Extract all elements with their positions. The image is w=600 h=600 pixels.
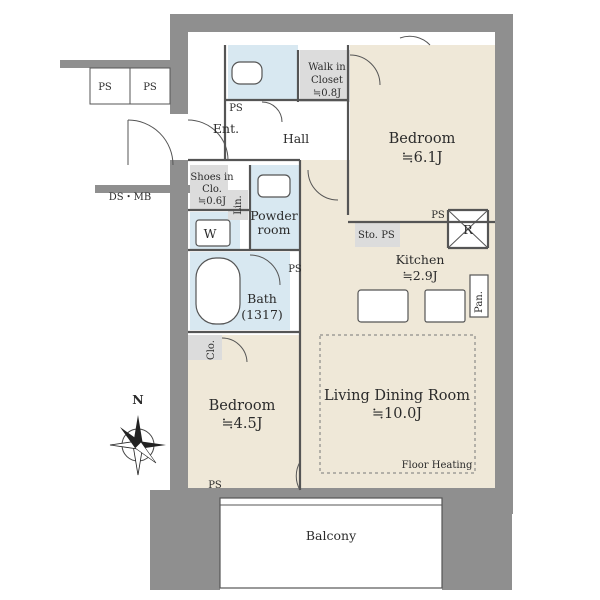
- label-ent: Ent.: [213, 121, 239, 136]
- pantry-fixture: [469, 274, 489, 318]
- label-powder-2: room: [258, 222, 291, 237]
- door-swings: [127, 35, 431, 491]
- label-linen: Lin.: [233, 195, 244, 214]
- label-closet: Clo.: [206, 340, 217, 360]
- label-hall: Hall: [283, 131, 309, 146]
- label-bedroom-1-size: ≒6.1J: [401, 150, 442, 166]
- fixtures: [195, 61, 489, 325]
- label-storage: Sto.: [358, 230, 378, 241]
- label-bedroom-2-size: ≒4.5J: [221, 416, 262, 432]
- label-ps-toilet: PS: [229, 103, 243, 114]
- bedroom-2-floor: [187, 335, 300, 490]
- toilet-fixture: [231, 61, 263, 85]
- wall-corridor: [60, 60, 188, 68]
- label-living-size: ≒10.0J: [372, 406, 422, 422]
- partitions: [188, 45, 495, 490]
- label-powder-1: Powder: [250, 208, 298, 223]
- wall-top: [170, 14, 500, 32]
- stove-fixture: [424, 289, 466, 323]
- wall-ds: [95, 185, 190, 193]
- wall-right: [495, 14, 513, 514]
- storage-floor: [355, 222, 400, 247]
- label-ps-top-1: PS: [98, 82, 112, 93]
- label-ps-bath: PS: [288, 264, 302, 275]
- floor-heating-area: [319, 334, 476, 474]
- label-floor-heating: Floor Heating: [402, 460, 473, 471]
- floor-fills: [187, 45, 495, 490]
- shoes-closet-floor: [190, 165, 228, 209]
- label-shoes-3: ≒0.6J: [198, 196, 226, 207]
- label-walk-in-1: Walk in: [308, 62, 346, 73]
- linen-floor: [228, 190, 248, 220]
- label-ds-mb: DS・MB: [109, 192, 151, 203]
- kitchen-sink-fixture: [357, 289, 409, 323]
- label-bedroom-1: Bedroom: [389, 131, 456, 147]
- walk-in-closet-floor: [300, 50, 350, 102]
- bathtub-fixture: [195, 257, 241, 325]
- label-bath: Bath: [247, 291, 277, 306]
- label-shoes-1: Shoes in: [190, 172, 234, 183]
- label-kitchen-size: ≒2.9J: [402, 268, 437, 283]
- washer-fixture: [195, 219, 231, 247]
- ps-boxes: [89, 67, 171, 105]
- label-bedroom-2: Bedroom: [209, 398, 276, 414]
- wall-left-lower: [170, 160, 188, 490]
- label-ps-top-2: PS: [143, 82, 157, 93]
- r-box-cross: [447, 209, 489, 249]
- wall-balcony-left: [150, 490, 220, 590]
- wall-balcony-right: [442, 490, 512, 590]
- label-ps-sto: PS: [381, 230, 395, 241]
- closet-floor: [187, 335, 222, 360]
- label-balcony: Balcony: [306, 528, 357, 543]
- label-north: N: [132, 392, 143, 407]
- label-pantry: Pan.: [474, 291, 485, 313]
- label-walk-in-3: ≒0.8J: [313, 88, 341, 99]
- label-walk-in-2: Closet: [311, 75, 343, 86]
- sink-fixture: [257, 174, 291, 198]
- label-bath-size: (1317): [241, 307, 283, 322]
- compass: [109, 415, 166, 476]
- walls: [60, 14, 513, 590]
- label-living: Living Dining Room: [324, 388, 470, 404]
- label-ps-r: PS: [431, 210, 445, 221]
- labels: PS PS DS・MB Ent. Hall Walk in Closet ≒0.…: [98, 62, 485, 543]
- wall-bottom: [170, 488, 500, 498]
- label-kitchen: Kitchen: [396, 252, 445, 267]
- balcony-area: [219, 497, 443, 589]
- label-r: R: [463, 222, 473, 237]
- label-washer: W: [204, 226, 217, 241]
- label-shoes-2: Clo.: [202, 184, 222, 195]
- label-ps-bottom: PS: [208, 480, 222, 491]
